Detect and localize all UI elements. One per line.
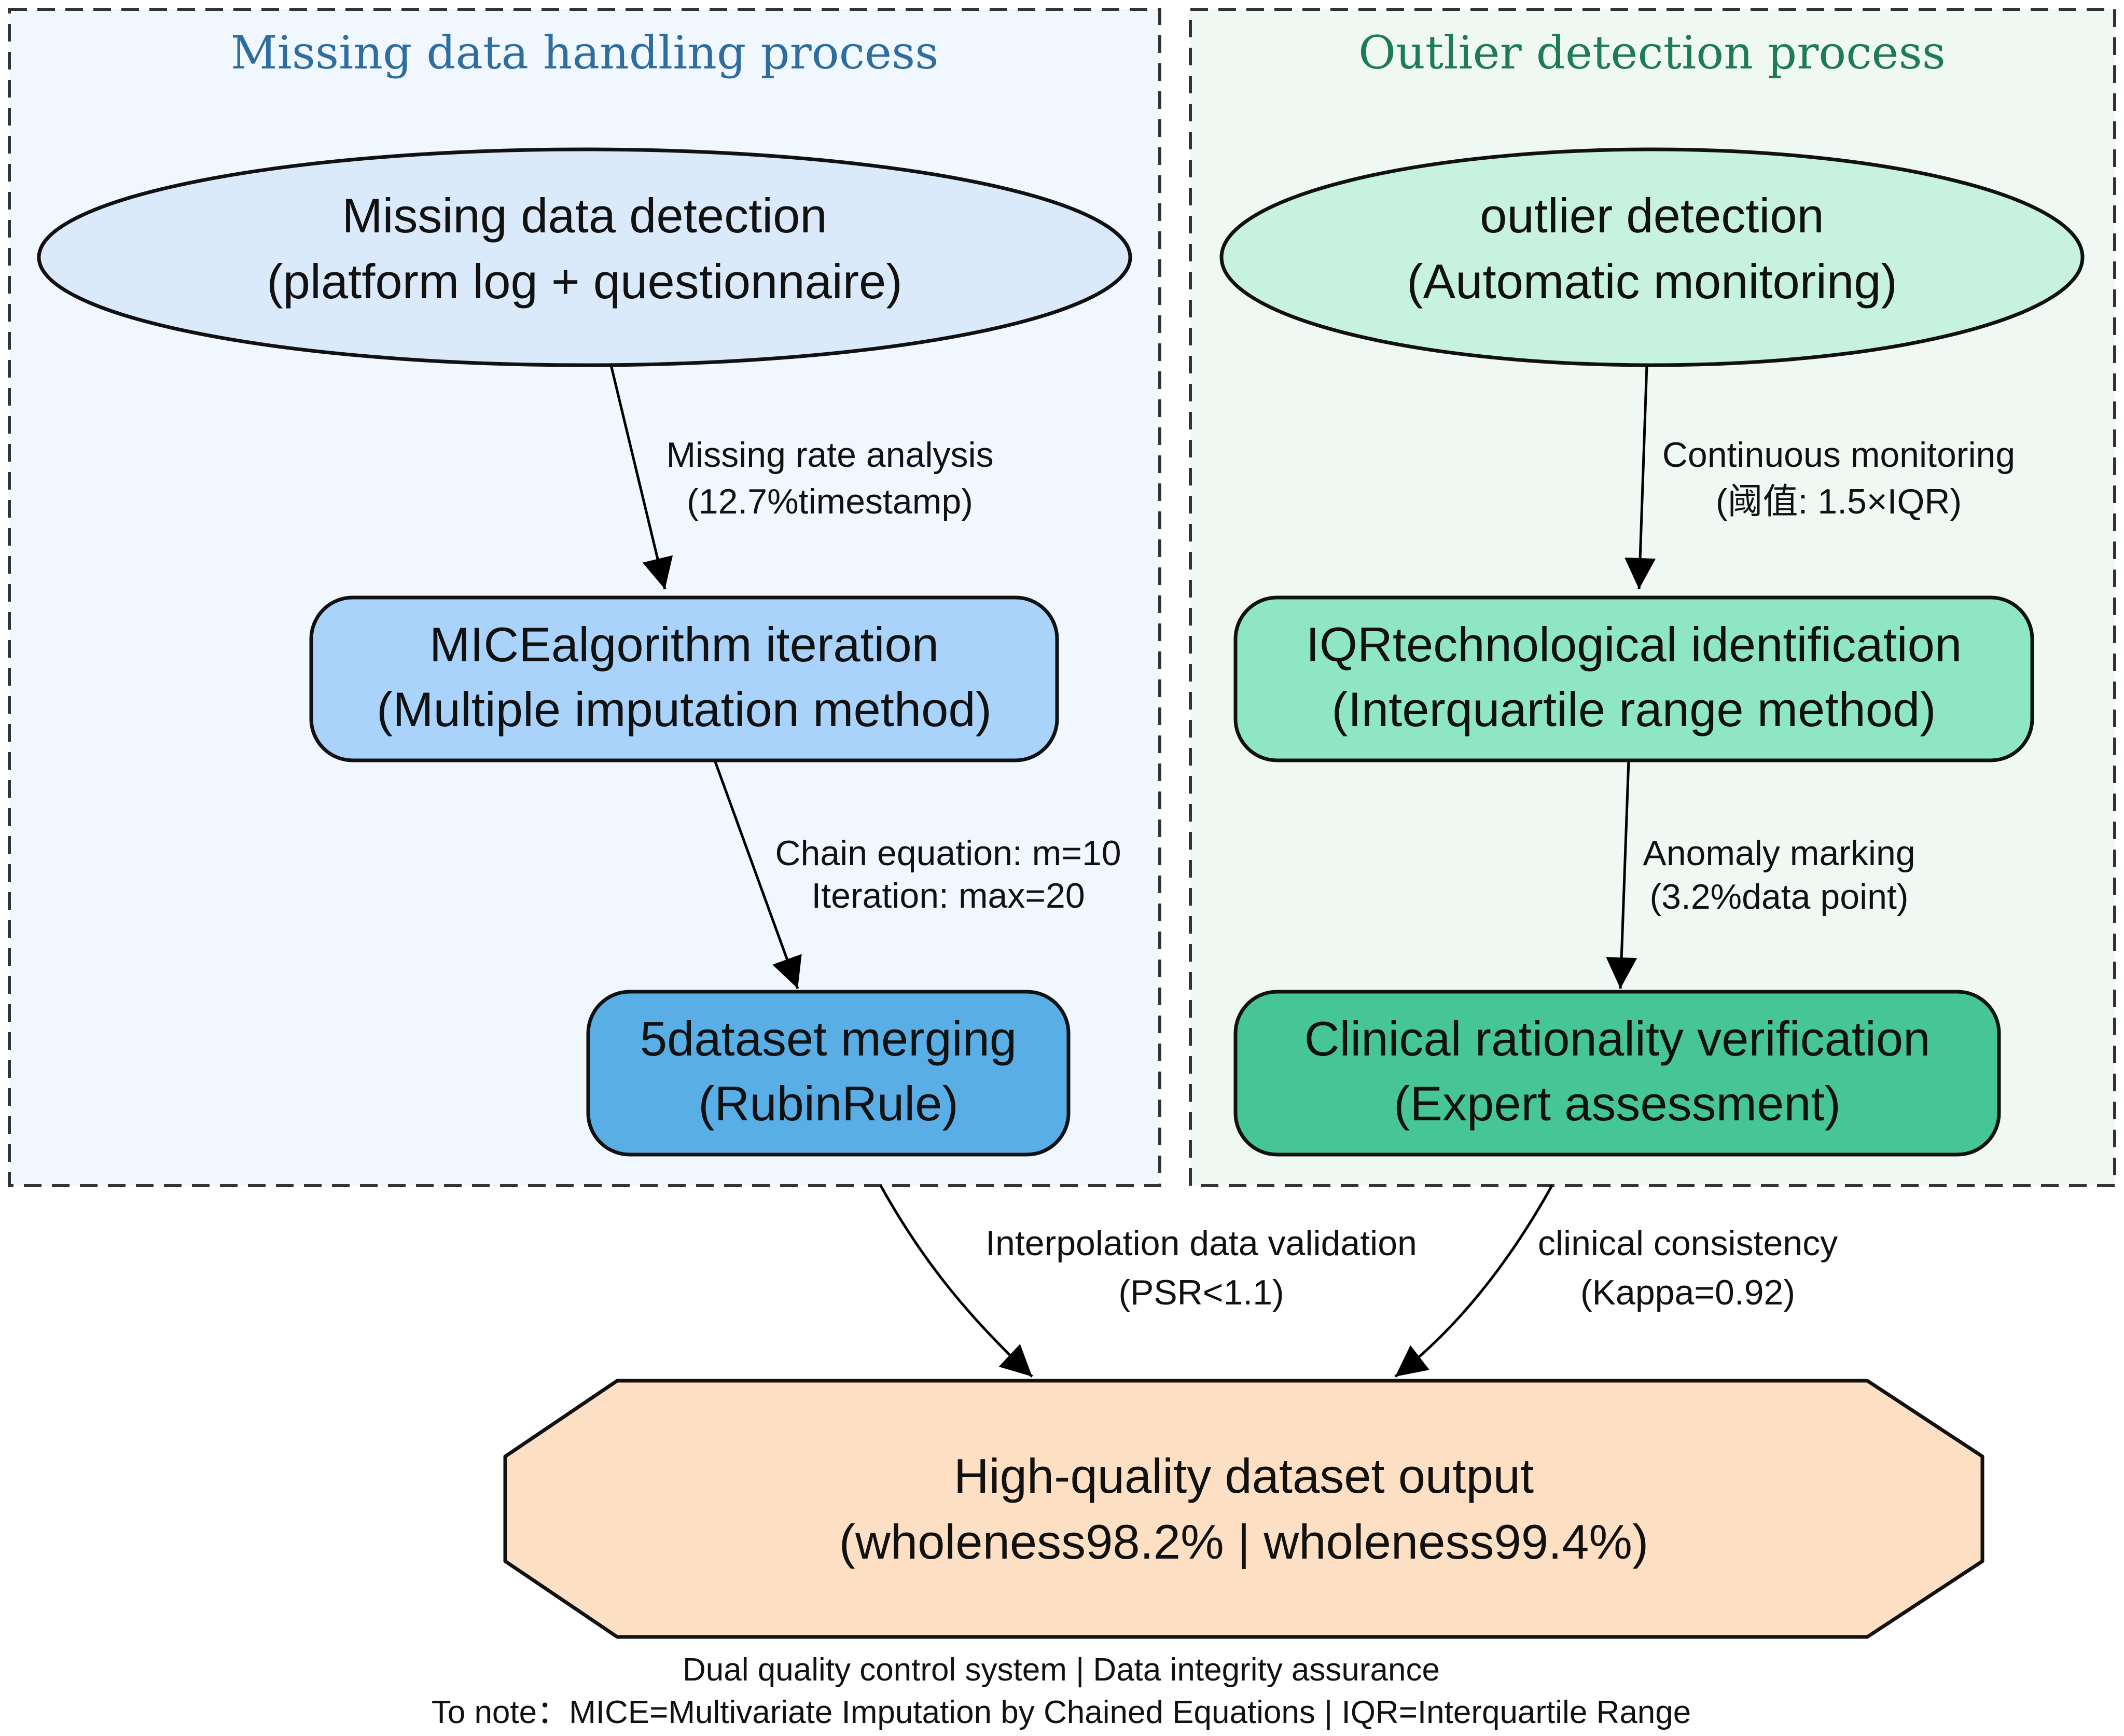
missing-detection-title: Missing data detection bbox=[342, 188, 827, 243]
iqr-title: IQRtechnological identification bbox=[1306, 617, 1962, 672]
edge-label-anomaly-detail: (3.2%data point) bbox=[1650, 877, 1909, 916]
merge-node: 5dataset merging (RubinRule) bbox=[586, 990, 1071, 1157]
merge-shape bbox=[586, 990, 1071, 1157]
edge-outlier-to-iqr bbox=[1625, 365, 1656, 590]
missing-detection-node: Missing data detection (platform log + q… bbox=[37, 147, 1132, 367]
outlier-cluster-title: Outlier detection process bbox=[1358, 26, 1946, 79]
outlier-detection-title: outlier detection bbox=[1480, 188, 1824, 243]
edge-label-psr: (PSR<1.1) bbox=[1118, 1273, 1284, 1312]
clinical-title: Clinical rationality verification bbox=[1304, 1011, 1931, 1066]
merge-title: 5dataset merging bbox=[640, 1011, 1017, 1066]
edge-label-continuous-monitoring: Continuous monitoring bbox=[1662, 435, 2015, 475]
outlier-detection-node: outlier detection (Automatic monitoring) bbox=[1219, 147, 2085, 367]
merge-subtitle: (RubinRule) bbox=[698, 1076, 959, 1131]
edge-label-clinical-consistency: clinical consistency bbox=[1538, 1224, 1838, 1263]
output-shape bbox=[503, 1379, 1984, 1639]
iqr-subtitle: (Interquartile range method) bbox=[1331, 682, 1936, 737]
output-subtitle: (wholeness98.2% | wholeness99.4%) bbox=[839, 1515, 1649, 1569]
edge-merge-to-output bbox=[879, 1185, 1033, 1378]
missing-cluster-title: Missing data handling process bbox=[231, 26, 939, 79]
iqr-shape bbox=[1233, 595, 2034, 762]
mice-title: MICEalgorithm iteration bbox=[429, 617, 939, 672]
edge-label-chain-equation: Chain equation: m=10 bbox=[775, 834, 1121, 873]
edge-label-missing-rate: Missing rate analysis bbox=[666, 435, 993, 475]
mice-shape bbox=[309, 595, 1059, 762]
edge-label-missing-rate-detail: (12.7%timestamp) bbox=[687, 482, 973, 521]
edge-label-threshold: (阈值: 1.5×IQR) bbox=[1716, 482, 1962, 521]
outlier-detection-shape bbox=[1219, 147, 2085, 367]
clinical-node: Clinical rationality verification (Exper… bbox=[1233, 990, 2001, 1157]
missing-detection-shape bbox=[37, 147, 1132, 367]
footer-note: To note：MICE=Multivariate Imputation by … bbox=[432, 1695, 1691, 1730]
edge-clinical-to-output bbox=[1394, 1185, 1553, 1378]
footer-caption: Dual quality control system | Data integ… bbox=[683, 1652, 1440, 1688]
mice-node: MICEalgorithm iteration (Multiple imputa… bbox=[309, 595, 1059, 762]
edge-mice-to-merge bbox=[713, 760, 802, 989]
edge-label-iteration: Iteration: max=20 bbox=[811, 876, 1085, 915]
missing-detection-subtitle: (platform log + questionnaire) bbox=[267, 254, 902, 309]
mice-subtitle: (Multiple imputation method) bbox=[377, 682, 992, 737]
clinical-shape bbox=[1233, 990, 2001, 1157]
outlier-detection-subtitle: (Automatic monitoring) bbox=[1407, 254, 1897, 309]
iqr-node: IQRtechnological identification (Interqu… bbox=[1233, 595, 2034, 762]
edge-missing-to-mice bbox=[609, 365, 673, 590]
clinical-subtitle: (Expert assessment) bbox=[1394, 1076, 1841, 1131]
edge-iqr-to-clinical bbox=[1606, 760, 1637, 989]
output-title: High-quality dataset output bbox=[954, 1449, 1534, 1503]
edge-label-anomaly-marking: Anomaly marking bbox=[1643, 834, 1915, 873]
output-node: High-quality dataset output (wholeness98… bbox=[503, 1379, 1984, 1639]
edge-label-interpolation: Interpolation data validation bbox=[985, 1224, 1417, 1263]
edge-label-kappa: (Kappa=0.92) bbox=[1580, 1273, 1795, 1312]
